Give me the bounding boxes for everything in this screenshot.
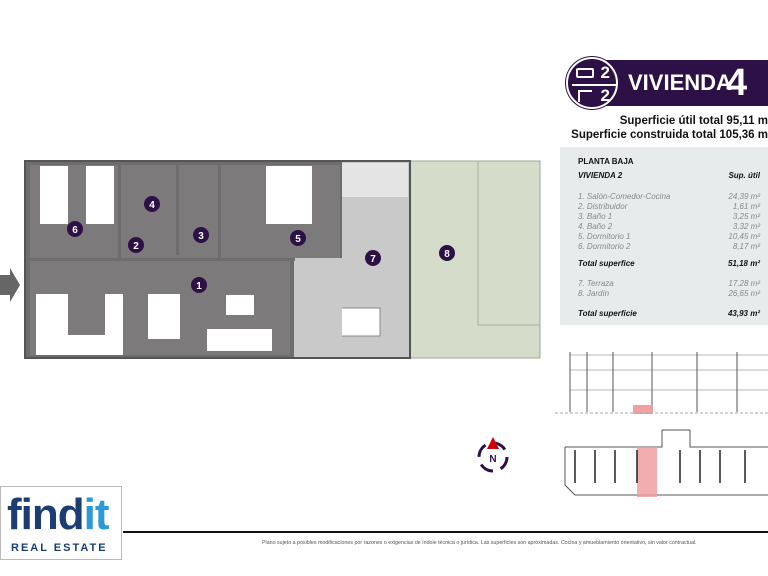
floor-label: PLANTA BAJA — [578, 157, 634, 166]
useful-area: Superficie útil total 95,11 m — [619, 115, 768, 127]
bedrooms-count: 2 — [600, 63, 610, 82]
unit-number: 4 — [726, 62, 748, 104]
svg-text:6: 6 — [72, 225, 78, 236]
entrance-arrow-icon — [0, 268, 20, 302]
rooms-badge: 2 2 — [566, 57, 618, 109]
svg-text:1: 1 — [196, 281, 202, 292]
building-elevation — [555, 352, 768, 414]
svg-text:N: N — [489, 454, 496, 465]
svg-text:5: 5 — [295, 234, 301, 245]
badge-divider — [572, 84, 616, 86]
room-labels: 1 2 3 4 5 6 7 8 — [67, 196, 455, 293]
apartment-floor — [25, 161, 342, 358]
disclaimer: Plano sujeto a posibles modificaciones p… — [262, 540, 697, 546]
built-area: Superficie construida total 105,36 m — [571, 129, 768, 141]
svg-text:8: 8 — [444, 249, 450, 260]
compass-icon: N — [477, 437, 509, 473]
svg-text:7: 7 — [370, 254, 376, 265]
bathrooms-count: 2 — [600, 86, 610, 105]
garden — [409, 160, 541, 359]
findit-logo: findit REAL ESTATE — [0, 486, 122, 560]
unit-banner: VIVIENDA 4 — [598, 60, 768, 106]
unit-title: VIVIENDA — [628, 70, 732, 95]
svg-text:2: 2 — [133, 241, 139, 252]
bed-icon — [576, 68, 594, 78]
svg-text:4: 4 — [149, 200, 155, 211]
site-plan — [564, 429, 768, 497]
shower-icon — [578, 90, 592, 102]
svg-text:3: 3 — [198, 231, 204, 242]
